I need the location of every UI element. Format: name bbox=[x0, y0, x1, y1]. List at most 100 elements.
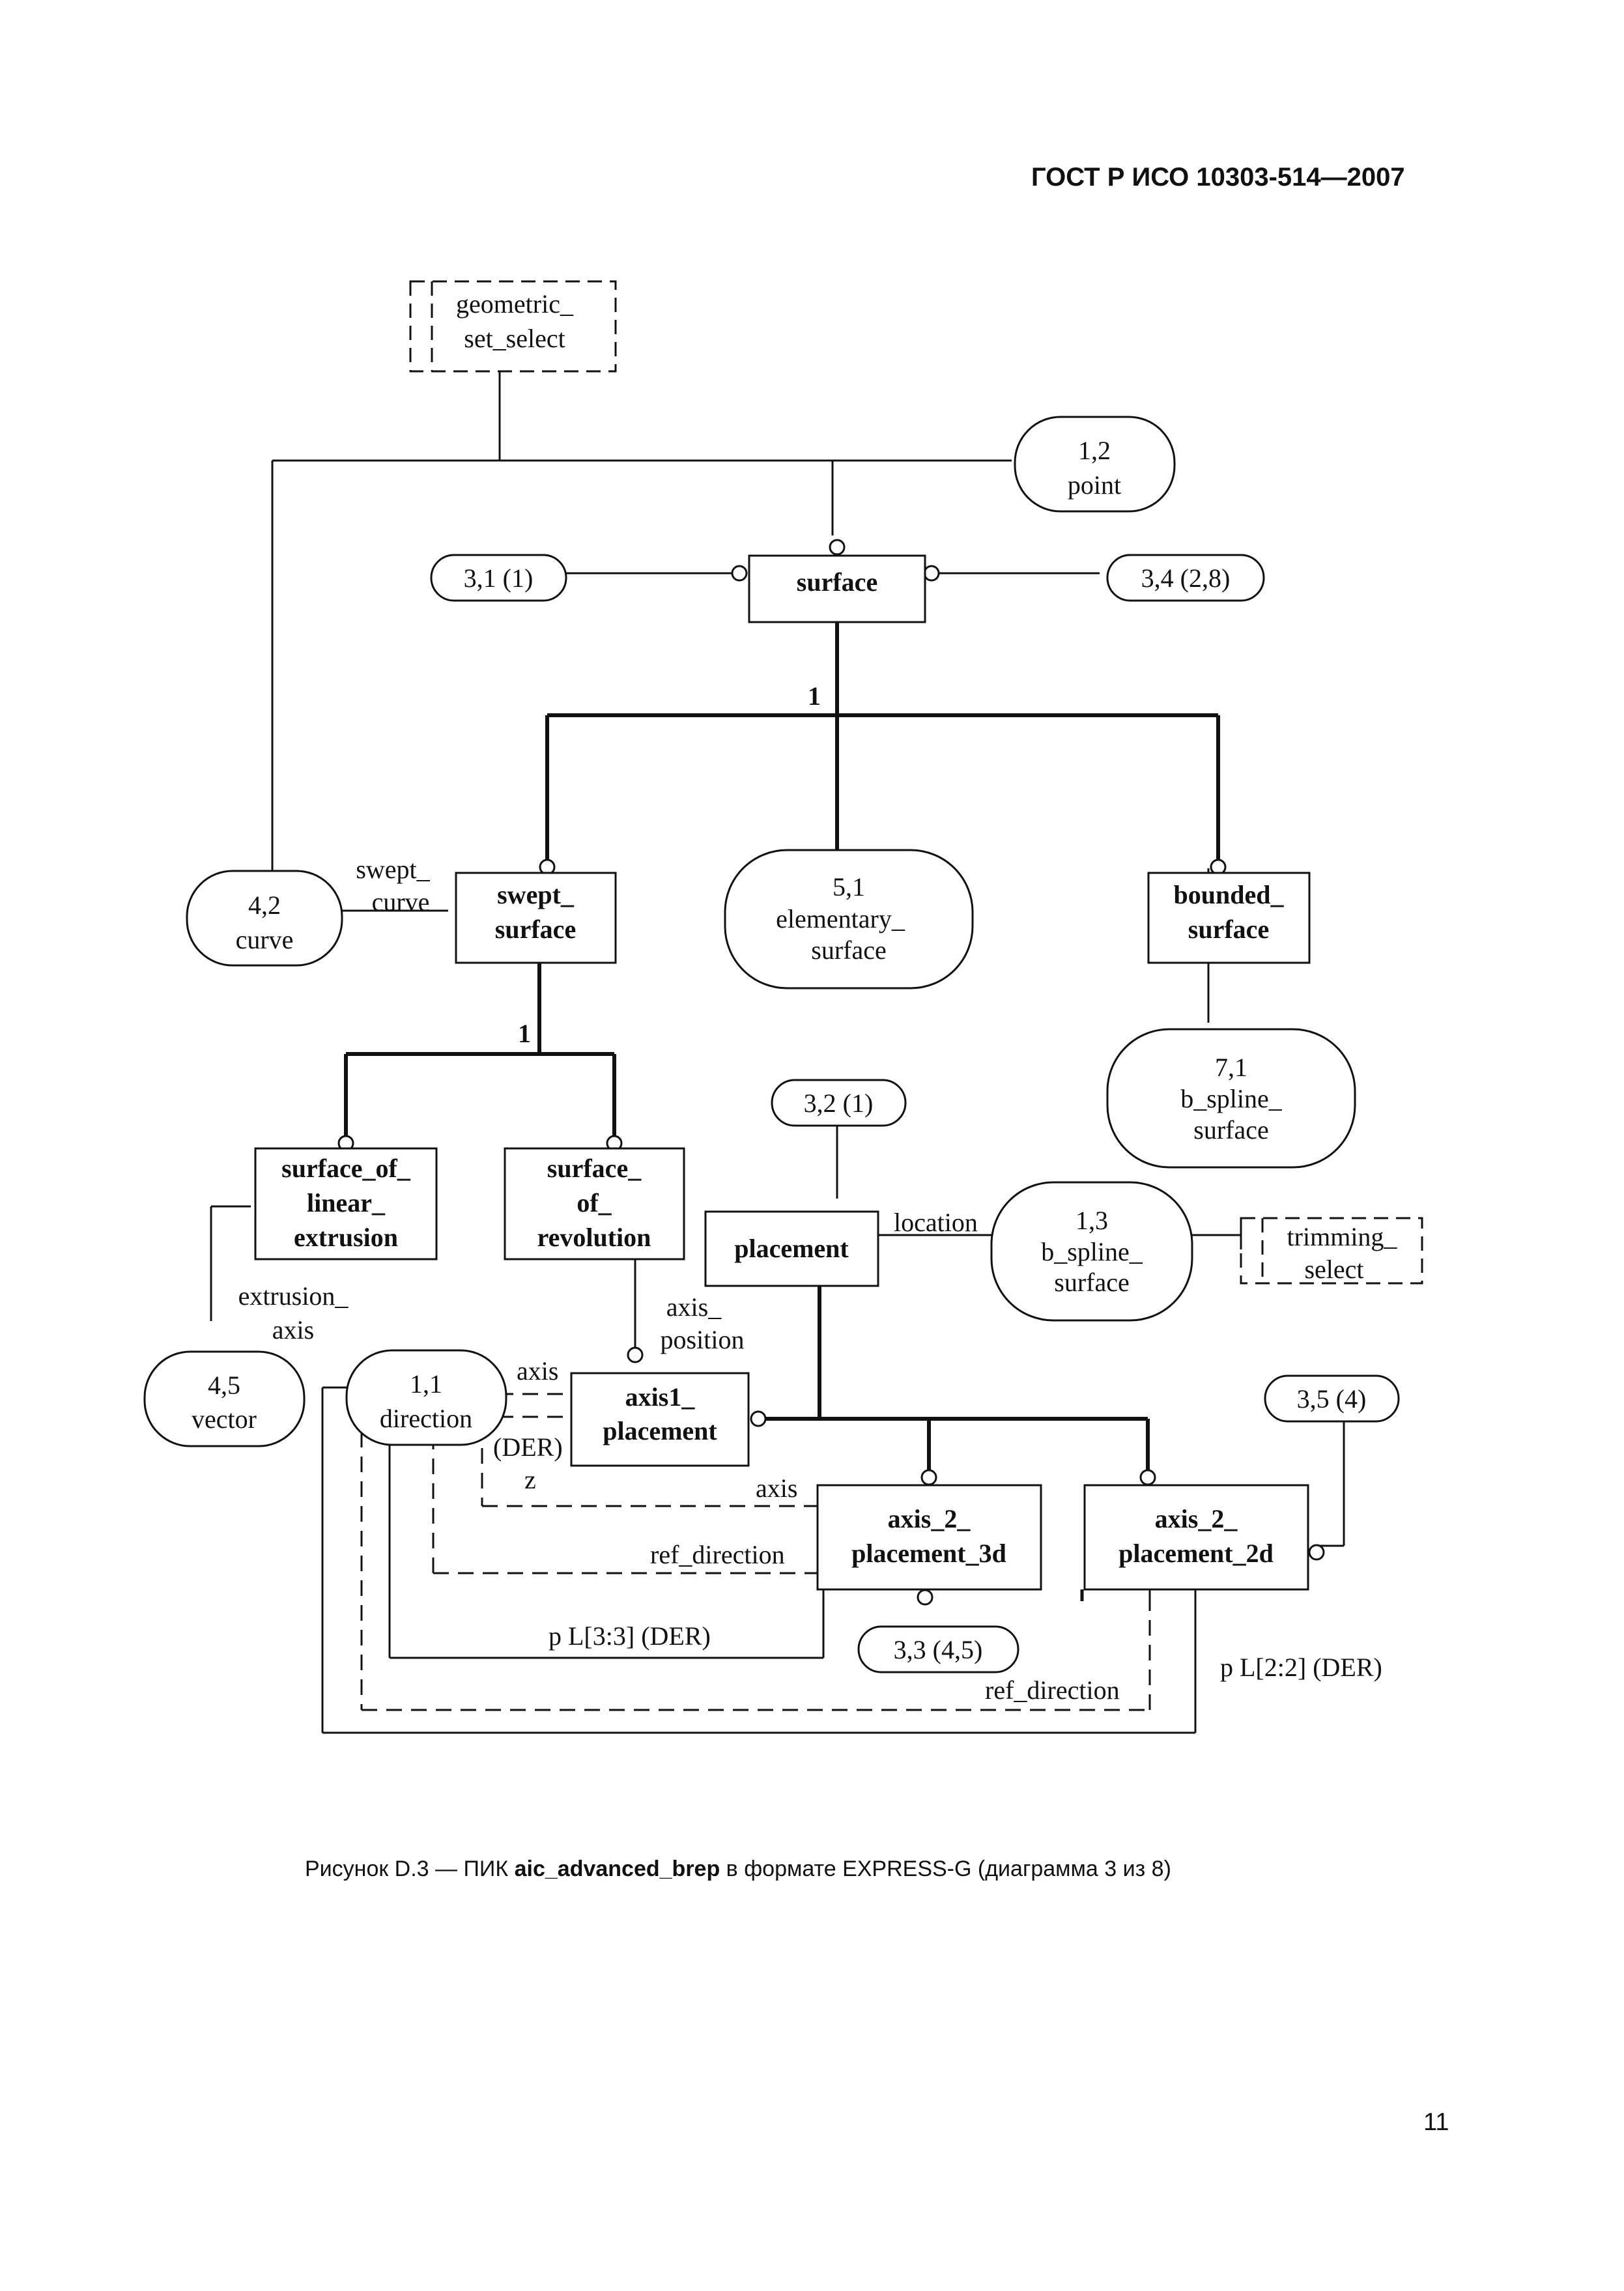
ref-elementary-surface-box bbox=[724, 849, 974, 989]
entity-axis-2-placement-2d-label: axis_2_ bbox=[1155, 1504, 1238, 1533]
relationship-circle bbox=[829, 539, 846, 556]
select-trimming-select-label: select bbox=[1304, 1255, 1363, 1284]
ref-vector-label: 4,5 bbox=[208, 1371, 240, 1400]
entity-surface-box bbox=[748, 554, 926, 623]
entity-surface-of-revolution-label: surface_ bbox=[547, 1154, 642, 1183]
ref-elementary-surface-label: elementary_ bbox=[776, 904, 905, 933]
entity-swept-surface-label: swept_ bbox=[497, 880, 575, 909]
ref-b-spline-surface-1-3-label: surface bbox=[1054, 1268, 1129, 1297]
ref-point-label: 1,2 bbox=[1078, 436, 1111, 465]
caption-prefix: Рисунок D.3 — ПИК bbox=[305, 1857, 515, 1881]
attr-axis3d-p-label: p L[3:3] (DER) bbox=[548, 1621, 711, 1651]
attr-axis2d-p-label: p L[2:2] (DER) bbox=[1220, 1653, 1382, 1682]
ref-curve-box bbox=[186, 870, 343, 967]
oneof-marker: 1 bbox=[808, 681, 821, 711]
ref-vector-label: vector bbox=[192, 1404, 257, 1434]
figure-caption: Рисунок D.3 — ПИК aic_advanced_brep в фо… bbox=[305, 1857, 1171, 1882]
attr-axis-position-label: position bbox=[661, 1325, 745, 1354]
ref-3-2-label: 3,2 (1) bbox=[804, 1089, 874, 1118]
ref-elementary-surface-label: surface bbox=[811, 935, 886, 965]
attr-axis-position-label: axis_ bbox=[666, 1292, 722, 1322]
caption-suffix: в формате EXPRESS-G (диаграмма 3 из 8) bbox=[720, 1857, 1171, 1881]
relationship-circle bbox=[920, 1469, 937, 1486]
oneof-marker: 1 bbox=[518, 1019, 531, 1048]
ref-b-spline-surface-1-3-label: 1,3 bbox=[1076, 1206, 1108, 1235]
ref-3-2-box bbox=[771, 1079, 907, 1127]
ref-b-spline-surface-7-1-label: 7,1 bbox=[1215, 1053, 1247, 1082]
select-geometric-set-select-label: geometric_ bbox=[456, 289, 574, 319]
ref-point-box bbox=[1014, 416, 1176, 513]
page-number: 11 bbox=[1423, 2109, 1449, 2136]
entity-surface-of-linear-extrusion-box bbox=[254, 1147, 438, 1260]
entity-surface-of-revolution-box bbox=[504, 1147, 685, 1260]
ref-3-1-label: 3,1 (1) bbox=[464, 563, 534, 593]
relationship-circle bbox=[750, 1410, 767, 1427]
ref-3-4-box bbox=[1106, 554, 1265, 602]
entity-axis-2-placement-3d-label: placement_3d bbox=[851, 1539, 1006, 1568]
select-trimming-select-label: trimming_ bbox=[1287, 1222, 1398, 1251]
ref-3-3-label: 3,3 (4,5) bbox=[894, 1635, 983, 1664]
ref-vector-box bbox=[143, 1350, 306, 1447]
attr-axis1-z-label: z bbox=[524, 1465, 536, 1494]
ref-b-spline-surface-1-3-box bbox=[990, 1181, 1193, 1322]
ref-point-label: point bbox=[1068, 470, 1121, 500]
select-geometric-set-select-label: set_select bbox=[464, 324, 565, 353]
relationship-circle bbox=[917, 1589, 933, 1606]
attr-axis1-axis-label: axis bbox=[517, 1356, 558, 1386]
relationship-circle bbox=[627, 1346, 644, 1363]
entity-surface-label: surface bbox=[797, 567, 877, 597]
attr-extrusion-axis-label: extrusion_ bbox=[238, 1281, 349, 1311]
ref-b-spline-surface-7-1-label: surface bbox=[1193, 1115, 1268, 1145]
entity-surface-of-revolution-label: of_ bbox=[577, 1188, 612, 1217]
document-header: ГОСТ Р ИСО 10303-514—2007 bbox=[1031, 163, 1405, 192]
ref-b-spline-surface-1-3-label: b_spline_ bbox=[1041, 1237, 1143, 1266]
ref-b-spline-surface-7-1-box bbox=[1106, 1028, 1356, 1169]
entity-surface-of-linear-extrusion-label: linear_ bbox=[307, 1188, 386, 1217]
ref-curve-label: 4,2 bbox=[248, 890, 281, 920]
attr-location-label: location bbox=[894, 1208, 978, 1237]
ref-direction-box bbox=[345, 1349, 507, 1446]
entity-placement-label: placement bbox=[734, 1234, 849, 1263]
entity-axis1-placement-label: placement bbox=[603, 1416, 717, 1445]
entity-axis1-placement-box bbox=[570, 1372, 750, 1467]
ref-3-5-label: 3,5 (4) bbox=[1297, 1384, 1367, 1414]
entity-surface-of-revolution-label: revolution bbox=[537, 1223, 651, 1252]
attr-axis2d-ref-direction-label: ref_direction bbox=[985, 1675, 1120, 1705]
ref-direction-label: 1,1 bbox=[410, 1369, 442, 1399]
entity-surface-of-linear-extrusion-label: extrusion bbox=[294, 1223, 398, 1252]
entity-axis-2-placement-2d-box bbox=[1083, 1484, 1309, 1591]
entity-placement-box bbox=[704, 1210, 879, 1287]
ref-3-1-box bbox=[430, 554, 567, 602]
ref-elementary-surface-label: 5,1 bbox=[833, 872, 865, 902]
relationship-circle bbox=[1308, 1544, 1325, 1561]
entity-axis-2-placement-3d-box bbox=[816, 1484, 1042, 1591]
attr-swept-curve-label: curve bbox=[372, 887, 430, 917]
attr-axis3d-ref-direction-label: ref_direction bbox=[650, 1540, 785, 1569]
relationship-circle bbox=[923, 565, 940, 582]
ref-b-spline-surface-7-1-label: b_spline_ bbox=[1180, 1084, 1283, 1113]
entity-bounded-surface-label: bounded_ bbox=[1174, 880, 1285, 909]
ref-3-5-box bbox=[1264, 1374, 1400, 1423]
entity-bounded-surface-box bbox=[1147, 872, 1311, 964]
attr-axis3d-axis-label: axis bbox=[756, 1473, 797, 1503]
caption-schema-name: aic_advanced_brep bbox=[514, 1857, 720, 1881]
entity-surface-of-linear-extrusion-label: surface_of_ bbox=[281, 1154, 411, 1183]
entity-swept-surface-box bbox=[455, 872, 617, 964]
attr-swept-curve-label: swept_ bbox=[356, 855, 430, 884]
ref-3-4-label: 3,4 (2,8) bbox=[1141, 563, 1231, 593]
select-geometric-set-select-box bbox=[409, 280, 617, 373]
select-trimming-select-box bbox=[1240, 1217, 1423, 1285]
entity-axis-2-placement-3d-label: axis_2_ bbox=[888, 1504, 971, 1533]
relationship-circle bbox=[1139, 1469, 1156, 1486]
relationship-circle bbox=[731, 565, 748, 582]
ref-curve-label: curve bbox=[236, 925, 294, 954]
attr-axis1-der-label: (DER) bbox=[493, 1432, 563, 1462]
ref-3-3-box bbox=[857, 1625, 1019, 1673]
entity-axis1-placement-label: axis1_ bbox=[625, 1382, 696, 1412]
attr-extrusion-axis-label: axis bbox=[272, 1315, 314, 1345]
entity-axis-2-placement-2d-label: placement_2d bbox=[1118, 1539, 1274, 1568]
entity-bounded-surface-label: surface bbox=[1188, 915, 1269, 944]
entity-swept-surface-label: surface bbox=[495, 915, 576, 944]
ref-direction-label: direction bbox=[380, 1404, 472, 1433]
